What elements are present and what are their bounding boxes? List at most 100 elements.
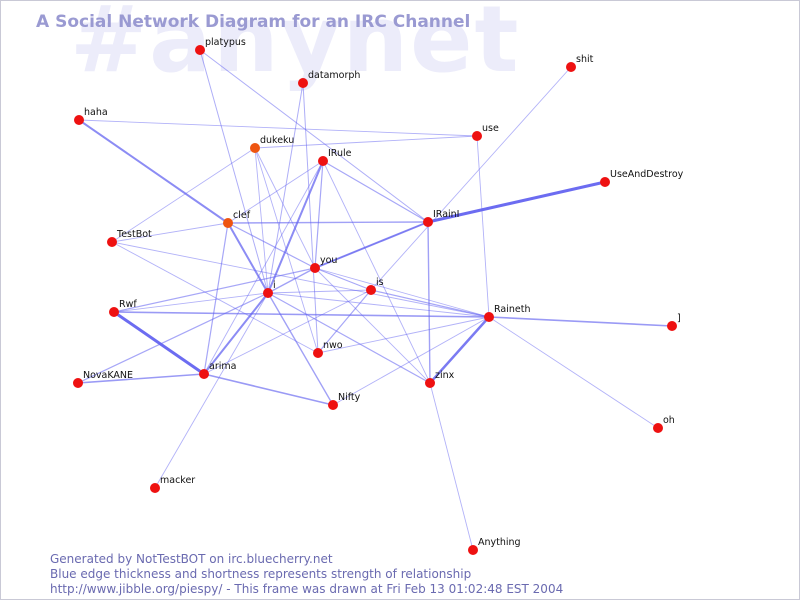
node-dot: [298, 78, 308, 88]
edge-Rwf-you: [113, 267, 316, 313]
edge-you-zinx: [314, 267, 431, 384]
channel-watermark: #anynet: [70, 0, 521, 93]
node-label: dukeku: [260, 135, 294, 146]
node-label: oh: [663, 415, 675, 426]
node-dot: [263, 288, 273, 298]
node-label: you: [320, 255, 337, 266]
edge-IRainI-you: [314, 221, 429, 269]
node-dot: [600, 177, 610, 187]
node-i: i: [263, 280, 276, 298]
node-dot: [366, 285, 376, 295]
edge-i-Nifty: [267, 292, 334, 406]
edge-clef-arima: [203, 222, 229, 375]
footer-generated-by: Generated by NotTestBOT on irc.bluecherr…: [50, 552, 333, 566]
node-dot: [73, 378, 83, 388]
edge-datamorph-nwo: [302, 82, 319, 354]
edge-Rwf-i: [113, 292, 269, 313]
edge-dukeku-i: [254, 147, 269, 294]
node-zinx: zinx: [425, 370, 455, 388]
node-dot: [472, 131, 482, 141]
node-label: use: [482, 123, 499, 134]
node-dot: [199, 369, 209, 379]
node-label: i: [273, 280, 276, 291]
edge-you-IRainI: [314, 221, 429, 269]
node-Raineth: Raineth: [484, 304, 530, 322]
footer: Generated by NotTestBOT on irc.bluecherr…: [50, 552, 563, 597]
edge-IRule-clef: [227, 160, 324, 224]
edge-dukeku-use: [254, 135, 478, 149]
node-dot: [425, 378, 435, 388]
node-dot: [195, 45, 205, 55]
node-dot: [667, 321, 677, 331]
edge-Rwf-arima: [112, 310, 206, 376]
edge-IRule-IRainI: [322, 160, 429, 223]
node-dot: [74, 115, 84, 125]
edge-platypus-IRainI: [199, 49, 429, 223]
node-NovaKANE: NovaKANE: [73, 370, 133, 388]
node-label: IRainI: [433, 209, 459, 220]
diagram-title: A Social Network Diagram for an IRC Chan…: [36, 12, 471, 32]
node-IRainI: IRainI: [423, 209, 459, 227]
node-label: TestBot: [116, 229, 152, 240]
node-label: Anything: [478, 537, 521, 548]
node-label: NovaKANE: [83, 370, 133, 381]
edge-you-Raineth: [314, 267, 490, 318]
node-dukeku: dukeku: [250, 135, 294, 153]
edge-is-you: [314, 267, 372, 291]
node-macker: macker: [150, 475, 195, 493]
node-label: macker: [160, 475, 195, 486]
node-label: zinx: [435, 370, 455, 381]
node-dot: [223, 218, 233, 228]
node-dot: [150, 483, 160, 493]
edge-haha-use: [78, 119, 478, 137]
node-label: Nifty: [338, 392, 361, 403]
edge-zinx-Anything: [429, 382, 474, 551]
node-label: IRule: [328, 148, 352, 159]
nodes-layer: platypusdatamorphshithahausedukekuIRuleU…: [73, 37, 684, 555]
edge-i-arima: [203, 292, 269, 375]
edge-use-Raineth: [476, 135, 490, 318]
edge-you-IRule: [314, 160, 324, 269]
edge-nwo-is: [317, 289, 372, 354]
node-label: clef: [233, 210, 251, 221]
edge-i-is: [267, 289, 372, 294]
node-label: Rwf: [119, 299, 137, 310]
edge-TestBot-clef: [111, 222, 229, 243]
footer-frame-info: http://www.jibble.org/piespy/ - This fra…: [50, 582, 564, 596]
edge-IRule-zinx: [322, 160, 431, 384]
node-clef: clef: [223, 210, 251, 228]
node-oh: oh: [653, 415, 675, 433]
node-dot: [423, 217, 433, 227]
edge-clef-IRainI: [227, 221, 429, 224]
edge-arima-NovaKANE: [77, 373, 205, 384]
edge-dukeku-you: [254, 147, 316, 269]
node-Anything: Anything: [468, 537, 521, 555]
node-dot: [313, 348, 323, 358]
node-label: shit: [576, 54, 594, 65]
edge-Rwf-Raineth: [113, 311, 490, 318]
node-TestBot: TestBot: [107, 229, 152, 247]
node-nwo: nwo: [313, 340, 343, 358]
node-dot: [653, 423, 663, 433]
edge-is-Raineth: [370, 289, 490, 318]
node-label: is: [376, 277, 384, 288]
edge-shit-is: [370, 66, 572, 291]
node-IRule: IRule: [318, 148, 352, 166]
node-dot: [107, 237, 117, 247]
node-Rwf: Rwf: [109, 299, 137, 317]
node-dot: [109, 307, 119, 317]
edge-i-macker: [154, 292, 269, 489]
edge-NovaKANE-i: [77, 292, 269, 384]
edge-Nifty-Raineth: [332, 316, 490, 406]
node-dot: [484, 312, 494, 322]
node-shit: shit: [566, 54, 594, 72]
node-label: nwo: [323, 340, 343, 351]
node-is: is: [366, 277, 384, 295]
node-platypus: platypus: [195, 37, 246, 55]
edge-zinx-Raineth: [428, 315, 491, 385]
node-UseAndDestroy: UseAndDestroy: [600, 169, 684, 187]
edge-arima-Nifty: [203, 373, 334, 406]
node-Nifty: Nifty: [328, 392, 361, 410]
edge-Raineth-bracket: [488, 316, 673, 327]
